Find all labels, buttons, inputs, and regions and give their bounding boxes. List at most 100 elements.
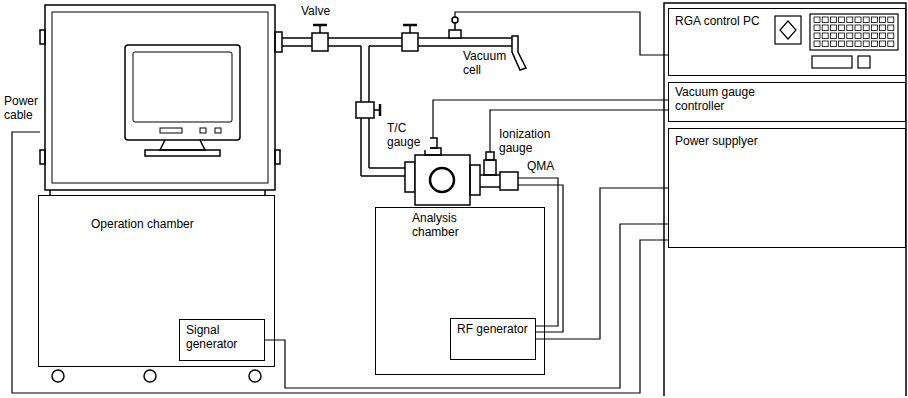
qma: [500, 172, 518, 190]
pc-box: RGA control PC: [668, 8, 906, 76]
chamber-frame: [45, 5, 275, 190]
pc-keypad: [810, 14, 898, 50]
cable-connector: [536, 188, 668, 339]
cable-line: [536, 188, 668, 339]
key: [863, 41, 869, 47]
box-label: RGA control PC: [675, 15, 765, 29]
key: [822, 41, 828, 47]
ionization-gauge-head: [486, 152, 494, 160]
tc-gauge: [429, 138, 437, 148]
key: [830, 33, 836, 39]
part-label: Ionization gauge: [498, 128, 562, 156]
cable-label: Power cable: [3, 95, 43, 123]
key: [863, 25, 869, 31]
box-label: Signal generator: [186, 324, 258, 352]
box-label: Analysis chamber: [412, 212, 502, 240]
valve: [356, 102, 374, 118]
viewport: [430, 168, 454, 192]
key: [863, 17, 869, 23]
key: [855, 25, 861, 31]
key: [830, 41, 836, 47]
box-label: Power supplyer: [675, 135, 825, 149]
analysis-cube: [415, 155, 470, 205]
power-cable: [12, 132, 668, 393]
supply-box: Power supplyer: [668, 128, 906, 248]
cable: [518, 178, 558, 326]
ionization-gauge: [484, 160, 496, 175]
key: [880, 33, 886, 39]
key: [847, 33, 853, 39]
stand-box: Analysis chamber RF generator: [375, 207, 545, 375]
valve: [402, 33, 418, 51]
key: [839, 17, 845, 23]
flange: [275, 32, 282, 52]
vacuum-tube: [369, 167, 405, 169]
wheel: [52, 370, 64, 382]
key: [888, 25, 894, 31]
flange: [40, 150, 45, 164]
key: [814, 41, 820, 47]
key: [863, 33, 869, 39]
monitor: [125, 45, 240, 140]
key: [871, 25, 877, 31]
valve-handle: [379, 104, 382, 116]
vacuum-cell-cap: [452, 17, 458, 23]
wheel: [249, 370, 261, 382]
key: [822, 33, 828, 39]
key: [855, 41, 861, 47]
box-label: Vacuum gauge controller: [675, 86, 795, 114]
part-label: Vacuum cell: [462, 50, 510, 78]
generator-box: Signal generator: [179, 319, 265, 361]
flange: [275, 150, 280, 164]
part-label: Valve: [300, 5, 344, 19]
vacuum-cell: [449, 30, 461, 38]
key: [839, 41, 845, 47]
cable: [455, 12, 668, 55]
cable-connector: [265, 224, 668, 388]
monitor-button: [215, 128, 221, 133]
vacuum-tube: [369, 45, 512, 47]
key: [871, 33, 877, 39]
wheel: [144, 370, 156, 382]
key: [847, 25, 853, 31]
part-label: T/C gauge: [386, 122, 430, 150]
valve-handle: [313, 24, 327, 27]
pc-symbol: [780, 21, 796, 39]
flange: [405, 162, 415, 192]
key: [888, 17, 894, 23]
pc-drive: [858, 56, 870, 68]
cabinet-box: Operation chamberSignal generator: [38, 195, 275, 367]
monitor-button: [160, 128, 182, 133]
key: [814, 25, 820, 31]
key: [822, 25, 828, 31]
cell-tube: [512, 36, 526, 70]
key: [830, 17, 836, 23]
box-label: RF generator: [457, 323, 529, 337]
valve-handle: [403, 24, 417, 27]
key: [871, 41, 877, 47]
part-label: QMA: [526, 160, 560, 174]
cable-line: [265, 224, 668, 388]
key: [855, 17, 861, 23]
key: [880, 25, 886, 31]
key: [888, 33, 894, 39]
key: [830, 25, 836, 31]
flange: [40, 30, 45, 44]
key: [880, 41, 886, 47]
key: [839, 25, 845, 31]
keypad-keys: [814, 17, 894, 47]
key: [847, 17, 853, 23]
box-label: Operation chamber: [91, 218, 221, 232]
key: [880, 17, 886, 23]
monitor-screen: [133, 52, 232, 122]
key: [855, 33, 861, 39]
key: [871, 17, 877, 23]
controller-box: Vacuum gauge controller: [668, 82, 906, 122]
monitor-base: [145, 150, 220, 156]
generator-box: RF generator: [450, 318, 536, 360]
pc-drive: [812, 56, 852, 68]
key: [847, 41, 853, 47]
